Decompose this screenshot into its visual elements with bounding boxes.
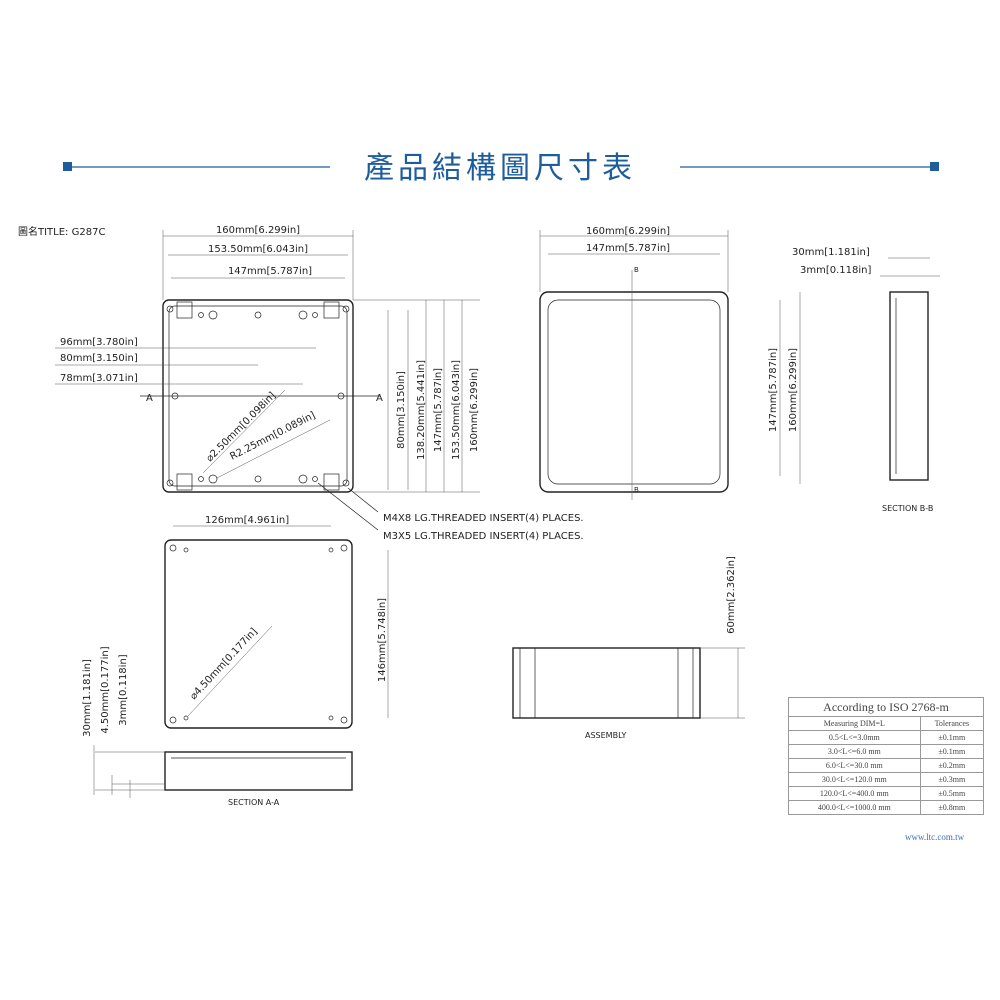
tolerance-header-tol: Tolerances [919, 716, 985, 731]
table-cell: 400.0<L<=1000.0 mm [788, 800, 921, 815]
section-mark-a-left: A [146, 393, 153, 404]
table-cell: ±0.1mm [919, 744, 985, 759]
table-cell: 3.0<L<=6.0 mm [788, 744, 921, 759]
table-cell: 30.0<L<=120.0 mm [788, 772, 921, 787]
assembly-view: 60mm[2.362in] ASSEMBLY [512, 556, 745, 740]
inner-dim-160: 160mm[6.299in] [586, 226, 670, 237]
section-mark-b-top: B [634, 266, 639, 274]
assembly-label: ASSEMBLY [585, 731, 626, 740]
page-title: 產品結構圖尺寸表 [364, 151, 636, 186]
table-row: 3.0<L<=6.0 mm±0.1mm [788, 744, 985, 759]
assembly-dim-60: 60mm[2.362in] [726, 556, 737, 634]
dim-width-153: 153.50mm[6.043in] [208, 244, 308, 255]
inner-view: 160mm[6.299in] 147mm[5.787in] 147mm[5.78… [539, 226, 801, 500]
dim-v-138: 138.20mm[5.441in] [416, 360, 427, 460]
inner-dim-v-147: 147mm[5.787in] [768, 348, 779, 432]
table-cell: ±0.5mm [919, 786, 985, 801]
table-cell: 0.5<L<=3.0mm [788, 730, 921, 745]
inner-dim-v-160: 160mm[6.299in] [788, 348, 799, 432]
section-a-a: 30mm[1.181in] 4.50mm[0.177in] 3mm[0.118i… [82, 646, 353, 807]
website-link[interactable]: www.ltc.com.tw [905, 832, 965, 842]
table-cell: ±0.8mm [919, 800, 985, 815]
table-row: 0.5<L<=3.0mm±0.1mm [788, 730, 985, 745]
bottom-dim-146: 146mm[5.748in] [377, 598, 388, 682]
tolerance-table-title: According to ISO 2768-m [788, 697, 984, 717]
table-cell: ±0.3mm [919, 772, 985, 787]
section-bb-dim-3: 3mm[0.118in] [800, 265, 871, 276]
section-aa-dim-3: 3mm[0.118in] [118, 654, 129, 725]
dim-hole-80: 80mm[3.150in] [60, 353, 138, 364]
dim-v-160: 160mm[6.299in] [469, 368, 480, 452]
note-m3-insert: M3X5 LG.THREADED INSERT(4) PLACES. [383, 531, 584, 542]
note-m4-insert: M4X8 LG.THREADED INSERT(4) PLACES. [383, 513, 584, 524]
table-cell: 6.0<L<=30.0 mm [788, 758, 921, 773]
dim-v-80: 80mm[3.150in] [396, 371, 407, 449]
section-bb-dim-30: 30mm[1.181in] [792, 247, 870, 258]
dim-width-147: 147mm[5.787in] [228, 266, 312, 277]
top-view: A A 160mm[6.299in] 153.50mm[6.043in] 147… [55, 225, 584, 542]
section-bb-label: SECTION B-B [882, 504, 933, 513]
section-mark-b-bottom: B [634, 486, 639, 494]
dim-hole-96: 96mm[3.780in] [60, 337, 138, 348]
bottom-hole-dia: ⌀4.50mm[0.177in] [188, 626, 260, 702]
section-aa-dim-4-5: 4.50mm[0.177in] [100, 646, 111, 733]
section-aa-label: SECTION A-A [228, 798, 280, 807]
section-b-b: 30mm[1.181in] 3mm[0.118in] SECTION B-B [792, 247, 940, 513]
table-row: 400.0<L<=1000.0 mm±0.8mm [788, 800, 985, 815]
dim-v-147: 147mm[5.787in] [433, 368, 444, 452]
bottom-dim-126: 126mm[4.961in] [205, 515, 289, 526]
table-row: 6.0<L<=30.0 mm±0.2mm [788, 758, 985, 773]
tolerance-header-dim: Measuring DIM=L [788, 716, 921, 731]
bottom-view: 126mm[4.961in] 146mm[5.748in] ⌀4.50mm[0.… [164, 515, 389, 729]
section-aa-dim-30: 30mm[1.181in] [82, 659, 93, 737]
dim-width-160: 160mm[6.299in] [216, 225, 300, 236]
dim-hole-78: 78mm[3.071in] [60, 373, 138, 384]
inner-dim-147: 147mm[5.787in] [586, 243, 670, 254]
title-bar: 產品結構圖尺寸表 [63, 151, 939, 186]
table-row: 30.0<L<=120.0 mm±0.3mm [788, 772, 985, 787]
table-cell: ±0.1mm [919, 730, 985, 745]
drawing-title: 圖名TITLE: G287C [18, 225, 105, 238]
section-mark-a-right: A [376, 393, 383, 404]
table-cell: 120.0<L<=400.0 mm [788, 786, 921, 801]
dim-v-153: 153.50mm[6.043in] [451, 360, 462, 460]
table-row: 120.0<L<=400.0 mm±0.5mm [788, 786, 985, 801]
table-cell: ±0.2mm [919, 758, 985, 773]
